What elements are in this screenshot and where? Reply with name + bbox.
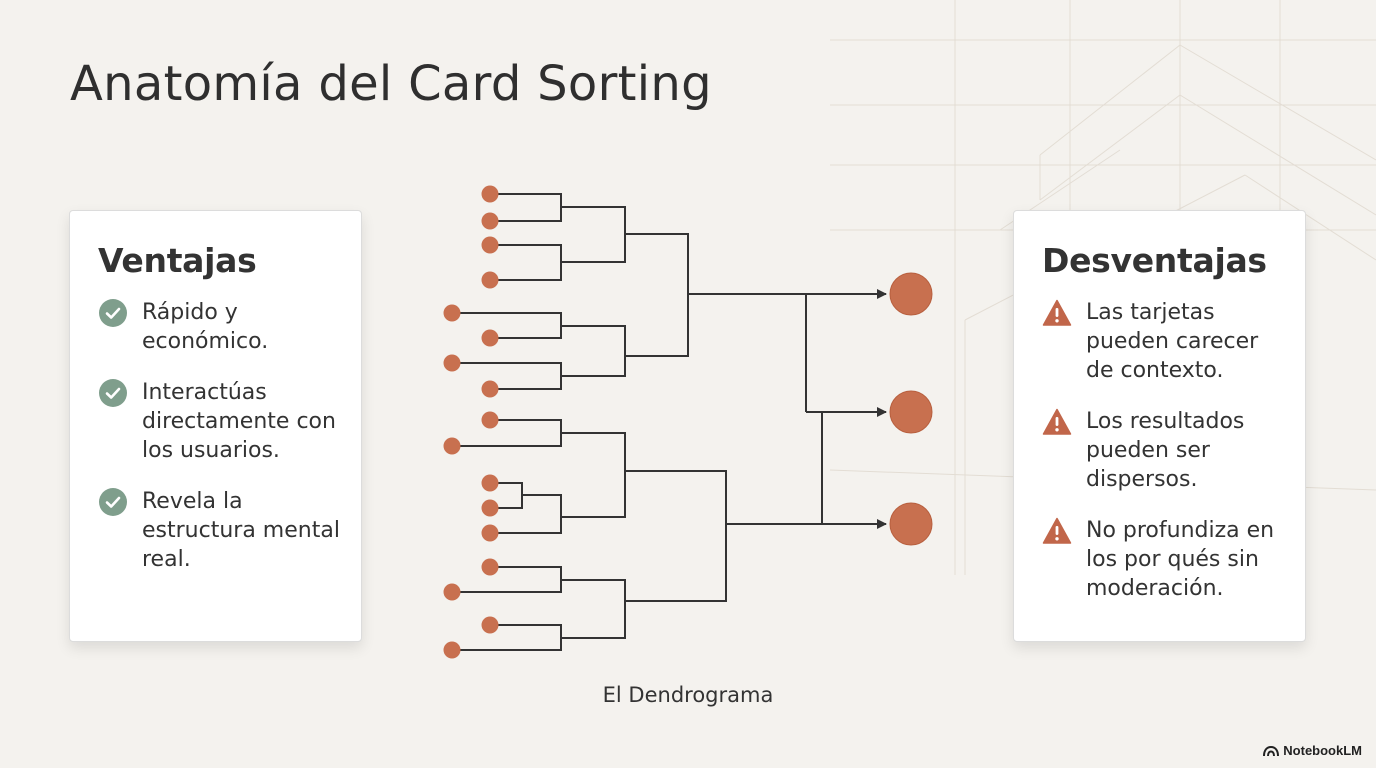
check-circle-icon (99, 488, 127, 516)
cluster-node (889, 390, 933, 434)
ventajas-item: Interactúas directamente con los usuario… (98, 378, 341, 465)
cluster-node (889, 502, 933, 546)
ventajas-item-text: Revela la estructura mental real. (142, 489, 340, 572)
ventajas-item: Revela la estructura mental real. (98, 487, 341, 574)
leaf-node (443, 304, 461, 322)
diagram-caption: El Dendrograma (602, 683, 774, 707)
warning-triangle-icon (1042, 299, 1072, 326)
leaf-node (481, 271, 499, 289)
leaf-node (481, 616, 499, 634)
brand-logo: NotebookLM (1263, 743, 1362, 758)
leaf-node (481, 499, 499, 517)
leaf-node (481, 329, 499, 347)
desventajas-card: Desventajas Las tarjetas pueden carecer … (1013, 210, 1306, 642)
leaf-node (443, 641, 461, 659)
desventajas-item: No profundiza en los por qués sin modera… (1042, 516, 1291, 603)
ventajas-item: Rápido y económico. (98, 298, 341, 356)
leaf-node (443, 437, 461, 455)
check-circle-icon (99, 379, 127, 407)
leaf-node (481, 524, 499, 542)
desventajas-item-text: No profundiza en los por qués sin modera… (1086, 518, 1275, 601)
brand-name: NotebookLM (1283, 743, 1362, 758)
desventajas-item-text: Las tarjetas pueden carecer de contexto. (1086, 300, 1259, 383)
ventajas-item-text: Interactúas directamente con los usuario… (142, 380, 336, 463)
leaf-node (443, 354, 461, 372)
desventajas-item-text: Los resultados pueden ser dispersos. (1086, 409, 1245, 492)
leaf-node (481, 411, 499, 429)
ventajas-card: Ventajas Rápido y económico. Interactúas… (69, 210, 362, 642)
dendrogram-leaves (443, 185, 499, 659)
desventajas-heading: Desventajas (1042, 241, 1267, 280)
ventajas-heading: Ventajas (98, 241, 257, 280)
page-title: Anatomía del Card Sorting (70, 56, 712, 112)
cluster-node (889, 272, 933, 316)
dendrogram-branches (452, 193, 887, 651)
leaf-node (481, 380, 499, 398)
notebooklm-logo-icon (1263, 745, 1280, 756)
ventajas-item-text: Rápido y económico. (142, 300, 269, 354)
leaf-node (443, 583, 461, 601)
warning-triangle-icon (1042, 408, 1072, 435)
desventajas-item: Las tarjetas pueden carecer de contexto. (1042, 298, 1291, 385)
leaf-node (481, 212, 499, 230)
desventajas-item: Los resultados pueden ser dispersos. (1042, 407, 1291, 494)
check-circle-icon (99, 299, 127, 327)
leaf-node (481, 236, 499, 254)
leaf-node (481, 185, 499, 203)
leaf-node (481, 474, 499, 492)
warning-triangle-icon (1042, 517, 1072, 544)
leaf-node (481, 558, 499, 576)
dendrogram-clusters (889, 272, 933, 546)
